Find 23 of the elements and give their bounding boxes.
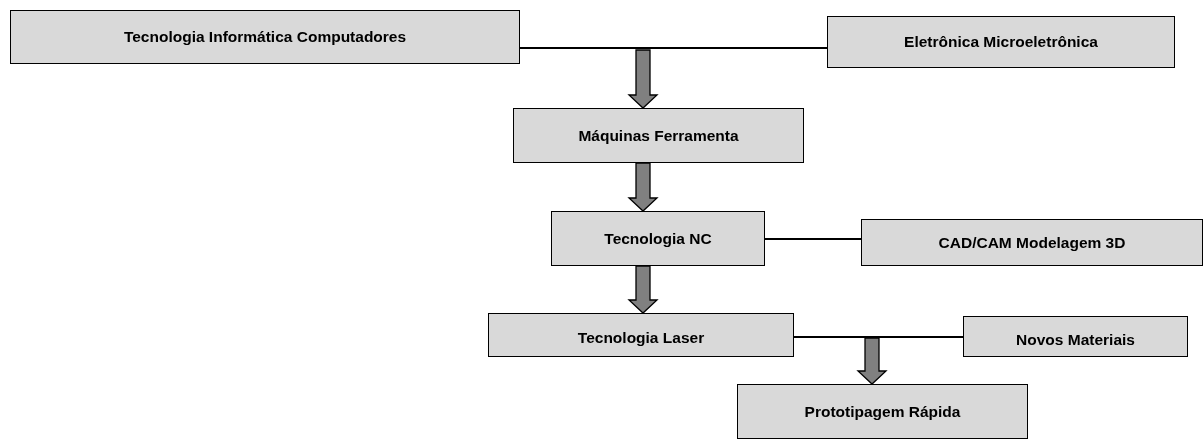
process-box (551, 211, 765, 266)
block-arrow (627, 265, 659, 314)
block-arrow (627, 162, 659, 212)
process-box (513, 108, 804, 163)
process-box (861, 219, 1203, 266)
box-label: Máquinas Ferramenta (578, 126, 739, 145)
process-box (10, 10, 520, 64)
process-box (737, 384, 1028, 439)
box-label: Tecnologia Laser (577, 329, 705, 347)
box-label: CAD/CAM Modelagem 3D (938, 233, 1126, 252)
connector-line (764, 238, 862, 240)
box-label: Prototipagem Rápida (804, 402, 961, 421)
block-arrow (856, 337, 888, 385)
connector-line (519, 47, 828, 49)
connector-line (793, 336, 964, 338)
process-box (963, 316, 1188, 357)
box-label: Eletrônica Microeletrônica (904, 33, 1098, 51)
process-box (827, 16, 1175, 68)
box-label: Novos Materiais (1016, 330, 1135, 349)
box-label: Tecnologia NC (604, 229, 712, 248)
box-label: Tecnologia Informática Computadores (123, 28, 407, 46)
process-box (488, 313, 794, 357)
block-arrow (627, 49, 659, 109)
